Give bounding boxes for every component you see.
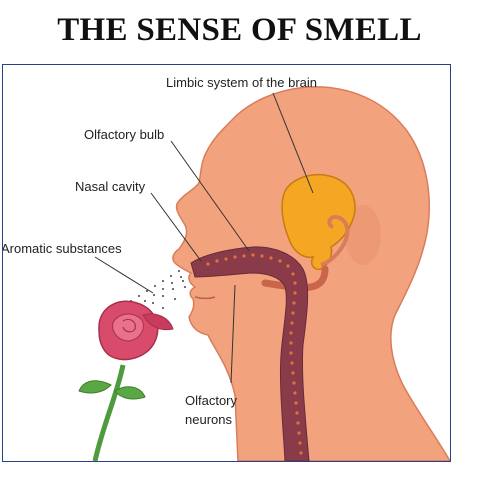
label-aromatic-substances: Aromatic substances	[2, 241, 122, 256]
label-limbic-system: Limbic system of the brain	[166, 75, 318, 90]
diagram-frame: Limbic system of the brain Olfactory bul…	[2, 64, 451, 462]
olfactory-neuron-dots	[206, 253, 303, 455]
rose-bloom	[98, 300, 174, 361]
rose-leaf-left	[78, 380, 112, 394]
rose-stem	[92, 364, 126, 461]
leader-lines	[94, 92, 314, 384]
diagram-title: THE SENSE OF SMELL	[57, 12, 422, 48]
rose-leaf-right	[114, 386, 146, 400]
limbic-curl	[320, 214, 350, 267]
head-silhouette	[172, 86, 450, 461]
label-olfactory-bulb: Olfactory bulb	[84, 127, 165, 142]
ear	[345, 205, 381, 265]
mouth	[194, 296, 216, 300]
nasal-cavity	[190, 246, 310, 461]
label-olfactory-neurons: Olfactory neurons	[185, 391, 237, 429]
olfactory-tract	[261, 265, 329, 291]
head-illustration	[78, 86, 450, 461]
label-olfactory-neurons-line1: Olfactory	[185, 393, 238, 408]
label-nasal-cavity: Nasal cavity	[75, 179, 146, 194]
label-olfactory-neurons-line2: neurons	[185, 412, 232, 427]
